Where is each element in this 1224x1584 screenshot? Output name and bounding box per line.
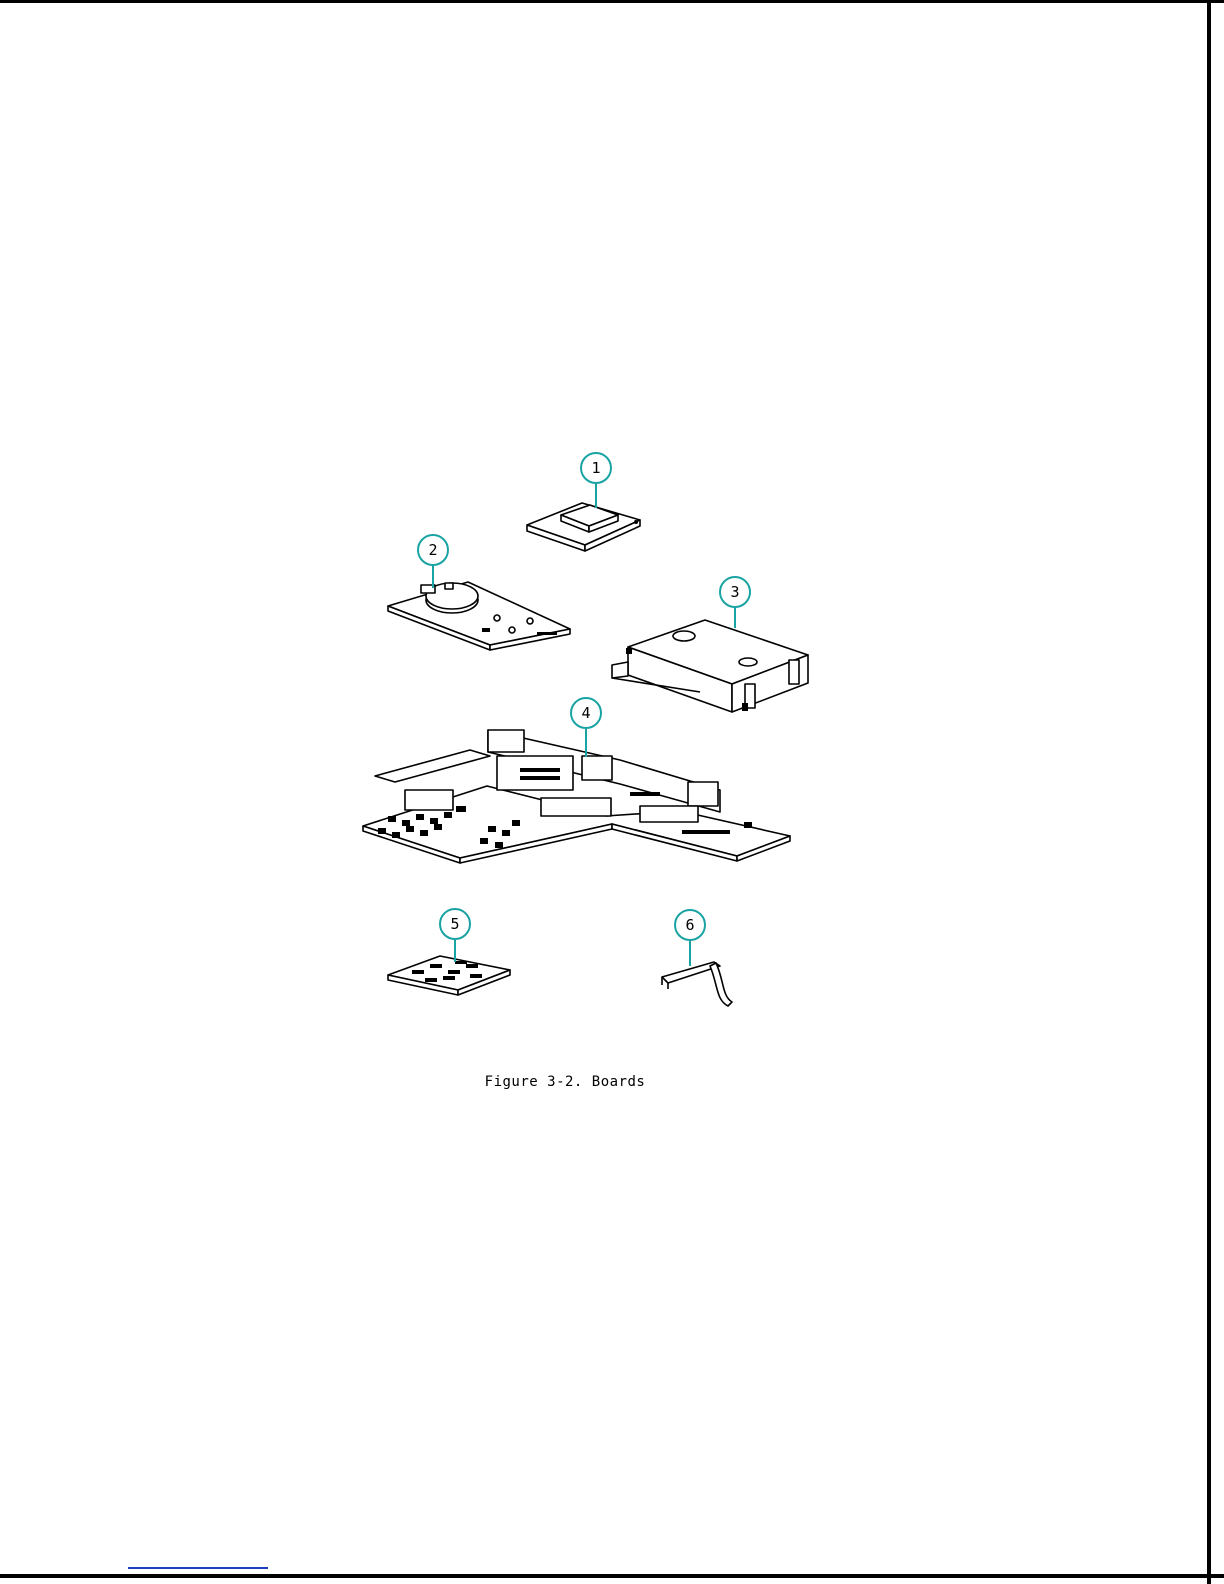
part-1-processor-board	[527, 503, 640, 551]
callout-1: 1	[581, 453, 611, 508]
part-3-hard-drive	[612, 620, 808, 712]
callout-2: 2	[418, 535, 448, 588]
callout-5-label: 5	[450, 915, 459, 933]
callout-1-label: 1	[591, 459, 600, 477]
part-4-system-board	[363, 730, 790, 863]
part-5-memory-board	[388, 956, 510, 995]
callout-5: 5	[440, 909, 470, 962]
callout-4: 4	[571, 698, 601, 757]
part-2-modem-board	[388, 582, 570, 650]
figure-caption: Figure 3-2. Boards	[420, 1074, 710, 1090]
callout-3-label: 3	[730, 583, 739, 601]
callout-3: 3	[720, 577, 750, 628]
callout-4-label: 4	[581, 704, 590, 722]
callout-2-label: 2	[428, 541, 437, 559]
callout-6-label: 6	[685, 916, 694, 934]
part-6-cable	[662, 962, 732, 1006]
callout-6: 6	[675, 910, 705, 966]
